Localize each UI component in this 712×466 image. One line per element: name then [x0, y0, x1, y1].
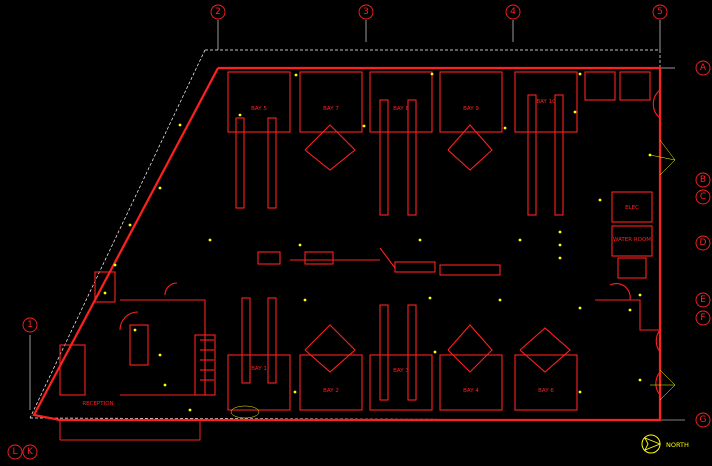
center-equipment [257, 247, 501, 276]
north-label: NORTH [666, 441, 689, 449]
grid-row-F-label: F [700, 313, 705, 323]
grid-row-B: B [695, 172, 711, 188]
grid-row-C: C [695, 189, 711, 205]
top-lift-equipment [235, 94, 564, 216]
grid-row-G: G [695, 412, 711, 428]
room-label-bay-10: BAY 10 [536, 99, 556, 105]
grid-row-D: D [695, 235, 711, 251]
grid-row-G-label: G [700, 415, 707, 425]
grid-column-3-label: 3 [363, 7, 369, 17]
room-label-bay-7: BAY 7 [323, 106, 339, 112]
room-label-bay-6: BAY 6 [538, 388, 554, 394]
north-arrow-icon [641, 434, 662, 454]
grid-row-A-label: A [700, 63, 707, 73]
room-label-bay-1: BAY 1 [251, 366, 267, 372]
leader-lines [230, 139, 676, 419]
right-rooms [595, 89, 661, 396]
room-label-bay-2: BAY 2 [323, 388, 339, 394]
room-label-elec: ELEC [625, 205, 639, 211]
grid-left-1: 1 [22, 317, 38, 333]
grid-row-B-label: B [700, 175, 706, 185]
gridlines [29, 20, 685, 421]
room-label-bay-3: BAY 3 [393, 368, 409, 374]
grid-row-E: E [695, 292, 711, 308]
bottom-bay-partitions [227, 297, 578, 411]
grid-row-A: A [695, 60, 711, 76]
room-label-bay-5: BAY 5 [251, 106, 267, 112]
grid-column-2-label: 2 [215, 7, 221, 17]
grid-left-K: K [22, 444, 38, 460]
room-label-bay-4: BAY 4 [463, 388, 479, 394]
top-bay-partitions [227, 71, 651, 133]
room-label-reception: RECEPTION [82, 401, 113, 407]
building-walls [32, 66, 662, 441]
room-label-bay-9: BAY 9 [463, 106, 479, 112]
grid-left-K-label: K [27, 447, 34, 457]
grid-column-4: 4 [505, 4, 521, 20]
grid-column-5-label: 5 [657, 7, 663, 17]
grid-column-4-label: 4 [510, 7, 516, 17]
room-label-water-room: WATER ROOM [613, 237, 651, 243]
grid-column-2: 2 [210, 4, 226, 20]
grid-row-C-label: C [700, 192, 706, 202]
grid-left-L-label: L [12, 447, 17, 457]
grid-left-1-label: 1 [27, 320, 33, 330]
grid-left-L: L [7, 444, 23, 460]
room-label-bay-8: BAY 8 [393, 106, 409, 112]
grid-row-E-label: E [700, 295, 706, 305]
grid-row-D-label: D [700, 238, 707, 248]
reception-area [59, 271, 216, 396]
grid-column-5: 5 [652, 4, 668, 20]
grid-row-F: F [695, 310, 711, 326]
annotation-tags [103, 72, 652, 412]
grid-column-3: 3 [358, 4, 374, 20]
